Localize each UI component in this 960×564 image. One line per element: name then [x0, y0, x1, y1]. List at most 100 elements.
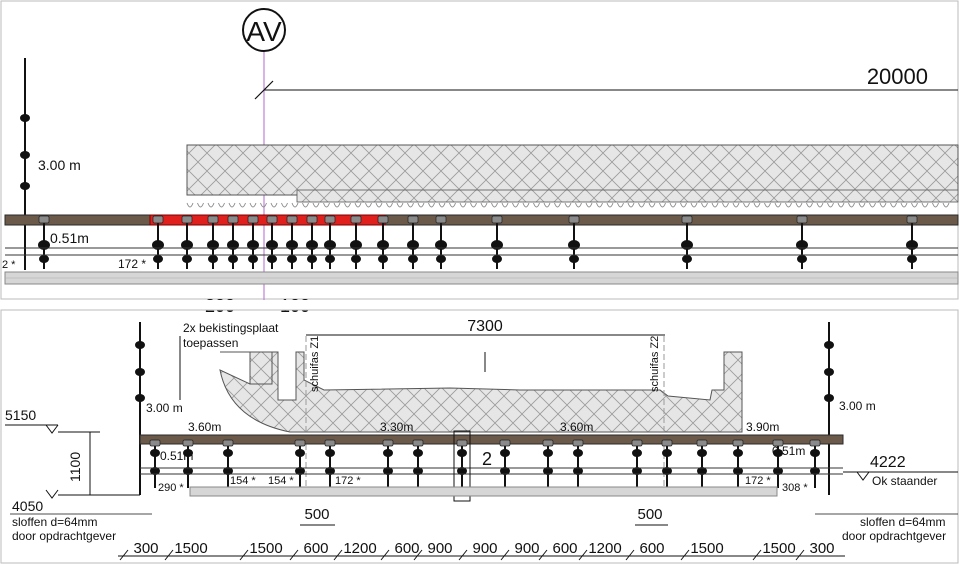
prop — [499, 439, 511, 488]
slab-bracket — [722, 202, 729, 208]
bottom-view-frame — [0, 309, 959, 564]
dim-tick — [119, 549, 129, 561]
slab-bracket — [323, 202, 330, 208]
slab-bracket — [638, 202, 645, 208]
slab-bracket — [659, 202, 666, 208]
prop — [681, 215, 693, 269]
dim-tick — [333, 549, 343, 561]
slab-bracket — [848, 202, 855, 208]
concrete-cross-section — [219, 351, 743, 433]
slab-bracket — [522, 202, 530, 208]
prop — [661, 439, 673, 488]
right-width-label: 0.51m — [772, 444, 805, 458]
slab-bracket — [260, 202, 267, 208]
slab-bracket — [417, 202, 425, 208]
dim-500-left: 500 — [304, 506, 329, 523]
bottom-dim-label: 1500 — [249, 540, 282, 557]
prop-row-bottom — [149, 439, 821, 488]
slab-bracket — [186, 202, 194, 208]
left-height-label: 3.00 m — [146, 401, 183, 415]
slab-bracket — [911, 202, 918, 208]
slab-bracket — [291, 202, 299, 208]
prop — [152, 215, 164, 269]
bottom-dim-label: 900 — [472, 540, 497, 557]
dim-tick — [680, 549, 690, 561]
slab-bracket — [459, 202, 467, 208]
slab-bracket — [428, 202, 435, 208]
small-dim-3: 154 * — [268, 475, 294, 487]
dim-tick — [164, 549, 174, 561]
beam-span-2: 3.30m — [380, 420, 413, 434]
bottom-dim-label: 600 — [303, 540, 328, 557]
slab-bracket — [386, 202, 393, 208]
bracket-row — [186, 202, 950, 208]
dim-tick — [239, 549, 249, 561]
prop — [222, 439, 234, 488]
left-width-label: 0.51m — [160, 449, 193, 463]
slab-bracket — [879, 202, 887, 208]
prop — [456, 439, 468, 488]
prop — [247, 215, 259, 269]
ok-staander-label: Ok staander — [872, 474, 937, 488]
height-label-top: 3.00 m — [38, 157, 81, 173]
beam-span-4: 3.90m — [746, 420, 779, 434]
dim-tick — [500, 549, 510, 561]
slab-bracket — [470, 202, 477, 208]
slab-bracket — [711, 202, 719, 208]
bottom-dim-label: 900 — [514, 540, 539, 557]
slab-bracket — [858, 202, 866, 208]
dim-tick — [458, 549, 468, 561]
slab-bracket — [680, 202, 687, 208]
dim-tick — [578, 549, 588, 561]
dimension-tick — [254, 80, 274, 100]
slab-bracket — [921, 202, 929, 208]
slab-bracket — [365, 202, 372, 208]
schuifas-z1-label: schuifas Z1 — [309, 336, 321, 392]
dim-tick — [795, 549, 805, 561]
dim-tick — [380, 549, 390, 561]
slab-bracket — [690, 202, 698, 208]
prop — [149, 439, 161, 488]
level-4050: 4050 — [12, 498, 43, 514]
axis-marker-av — [242, 8, 286, 52]
slab-bracket — [512, 202, 519, 208]
slab-bracket — [354, 202, 362, 208]
slab-bracket — [543, 202, 551, 208]
sloffen-left-1: sloffen d=64mm — [12, 515, 98, 529]
bottom-dim-label: 600 — [639, 540, 664, 557]
marker-label: 2 — [482, 449, 492, 469]
dim-tick — [625, 549, 635, 561]
schuifas-z2-label: schuifas Z2 — [649, 336, 661, 392]
beam-span-3: 3.60m — [560, 420, 593, 434]
bottom-dim-label: 1500 — [690, 540, 723, 557]
slab-bracket — [900, 202, 908, 208]
prop — [542, 439, 554, 488]
slab-bracket — [249, 202, 257, 208]
slab-bracket — [218, 202, 225, 208]
small-dim-1: 290 * — [158, 482, 184, 494]
small-dim-2: 154 * — [230, 475, 256, 487]
slab-bracket — [753, 202, 761, 208]
prop — [696, 439, 708, 488]
dim-left-top: 2 * — [2, 259, 16, 271]
note-line-1: 2x bekistingsplaat — [183, 321, 279, 335]
prop — [324, 439, 336, 488]
right-height-label: 3.00 m — [839, 399, 876, 413]
slab-bracket — [732, 202, 740, 208]
slab-bracket — [869, 202, 876, 208]
bottom-dim-label: 600 — [394, 540, 419, 557]
prop — [286, 215, 298, 269]
bottom-dim-label: 1500 — [762, 540, 795, 557]
slab-bracket — [375, 202, 383, 208]
main-beam-bottom — [139, 434, 844, 445]
main-beam-top — [4, 214, 959, 226]
marker-box — [453, 430, 471, 502]
concrete-slab-step — [296, 189, 959, 203]
slab-bracket — [564, 202, 572, 208]
prop — [266, 215, 278, 269]
slab-bracket — [669, 202, 677, 208]
prop — [809, 439, 821, 488]
width-label-top: 0.51m — [50, 230, 89, 246]
